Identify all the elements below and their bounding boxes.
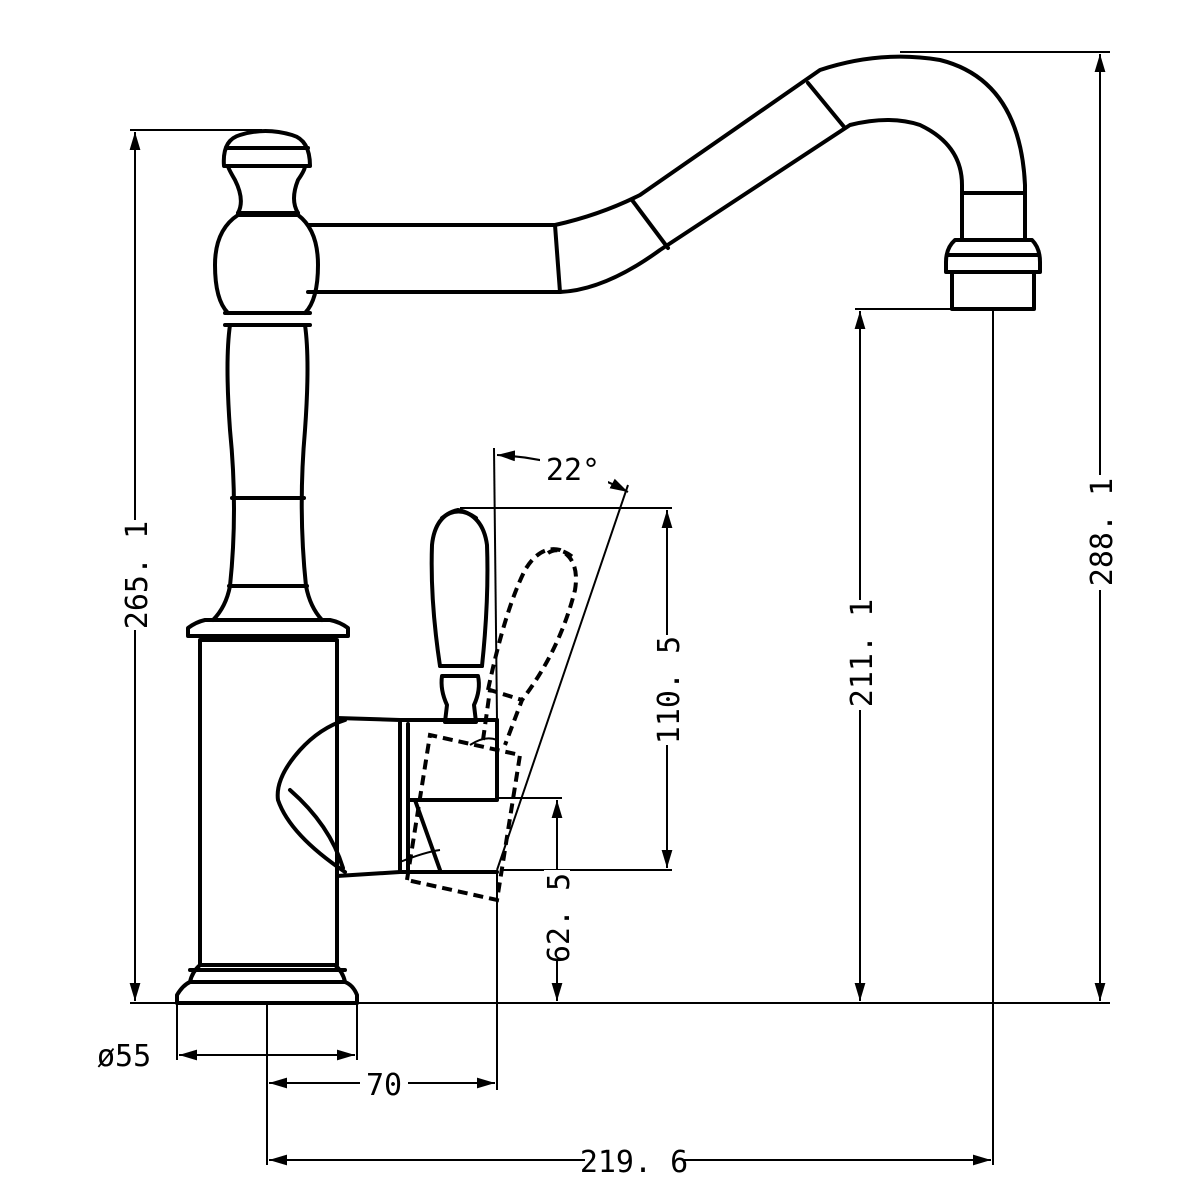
dim-spout-reach: 219. 6 <box>580 1145 688 1180</box>
dim-total-height: 288. 1 <box>1085 478 1120 586</box>
dim-body-height: 265. 1 <box>120 521 155 629</box>
faucet-outline <box>175 54 1042 1005</box>
base-flange <box>175 980 359 1005</box>
stem <box>225 323 310 588</box>
aerator-outlet <box>950 270 1036 311</box>
dimension-labels: 265. 1 288. 1 211. 1 110. 5 62. 5 22° ø5… <box>97 452 1120 1180</box>
stem-bulb <box>213 213 320 315</box>
lever-handle <box>429 508 490 668</box>
dim-spout-clearance: 211. 1 <box>845 599 880 707</box>
dim-lever-angle: 22° <box>546 453 600 488</box>
body-collar <box>186 618 350 638</box>
dim-base-diameter: ø55 <box>97 1039 151 1074</box>
lever-housing <box>335 716 402 878</box>
dim-lever-offset: 70 <box>366 1068 402 1103</box>
spout-lower <box>306 118 964 294</box>
dim-lever-axis-height: 62. 5 <box>542 873 577 963</box>
spout-upper <box>306 54 1027 242</box>
body-cylinder <box>198 638 339 967</box>
lever-tilted-dashed <box>404 547 578 903</box>
lever-neck <box>439 674 481 724</box>
aerator <box>944 238 1042 274</box>
dim-lever-height: 110. 5 <box>652 636 687 744</box>
